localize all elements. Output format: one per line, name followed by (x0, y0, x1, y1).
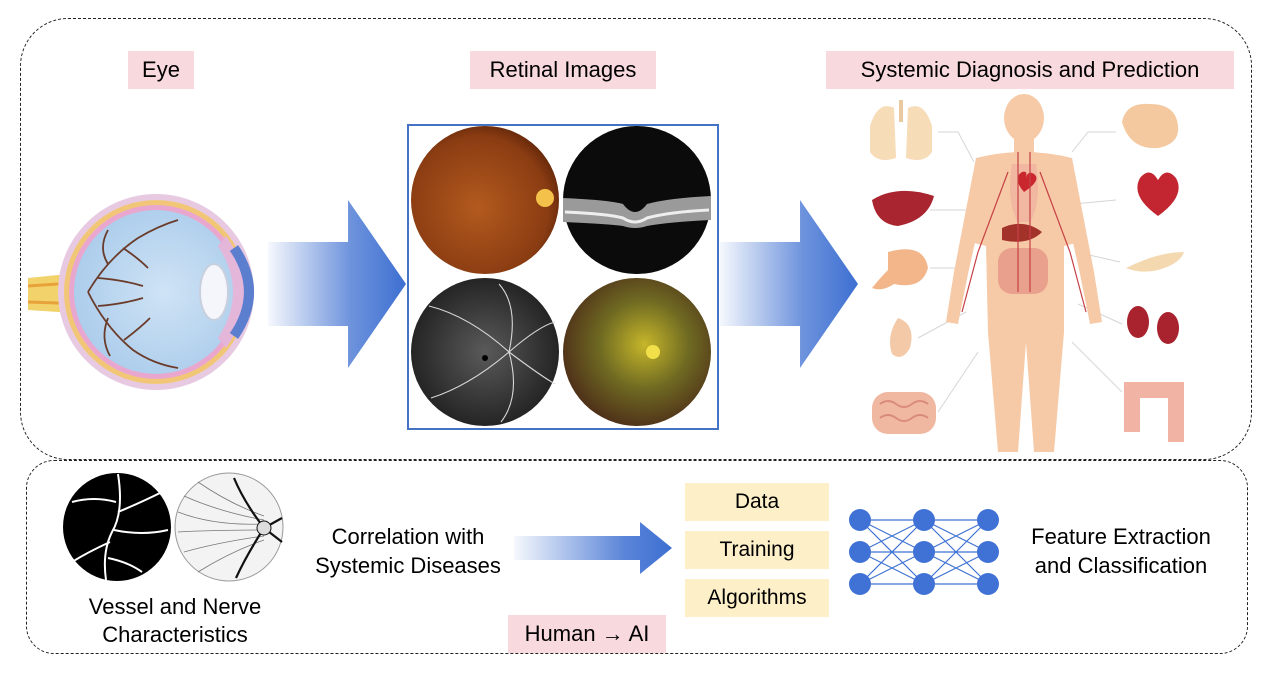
correlation-label-line2: Systemic Diseases (315, 553, 501, 578)
colon-icon (1124, 382, 1184, 442)
top-panel (20, 18, 1252, 460)
data-box: Data (685, 483, 829, 521)
eye-label: Eye (128, 51, 194, 89)
algorithms-box: Algorithms (685, 579, 829, 617)
brain-icon (1122, 103, 1179, 149)
angiography-icon (411, 278, 559, 426)
liver-icon (872, 190, 934, 226)
retinal-images-frame (407, 124, 719, 430)
bottom-panel (26, 460, 1248, 654)
arrow-eye-to-retina (268, 200, 406, 368)
systemic-diagnosis-label: Systemic Diagnosis and Prediction (826, 51, 1234, 89)
arrow-correlation-to-ai (514, 522, 672, 574)
kidneys-icon (1127, 306, 1179, 344)
arrow-retina-to-systemic (720, 200, 858, 368)
human-body-organs-illustration (870, 94, 1184, 452)
widefield-photo-icon (563, 278, 711, 426)
retinal-images-label: Retinal Images (470, 51, 656, 89)
feature-extraction-label-line1: Feature Extraction (1031, 524, 1211, 549)
fundus-photo-icon (411, 126, 559, 274)
human-to-ai-label: Human → AI (508, 615, 666, 653)
intestine-icon (872, 392, 936, 434)
oct-scan-icon (563, 126, 711, 274)
vessel-segmentation-icon (63, 473, 171, 581)
vessel-nerve-label-line2: Characteristics (102, 622, 248, 647)
eye-illustration (28, 194, 254, 390)
feature-extraction-label-line2: and Classification (1034, 553, 1208, 578)
pancreas-icon (1126, 252, 1184, 272)
nerve-fiber-icon (174, 472, 284, 582)
vessel-nerve-label-line1: Vessel and Nerve (88, 594, 262, 619)
lungs-icon (870, 100, 932, 160)
stomach-icon (872, 249, 928, 290)
training-box: Training (685, 531, 829, 569)
neural-network-icon (849, 509, 999, 595)
heart-icon (1137, 172, 1179, 216)
correlation-label-line1: Correlation with (331, 524, 485, 549)
retinal-images-grid (411, 126, 711, 426)
gallbladder-icon (890, 318, 912, 357)
